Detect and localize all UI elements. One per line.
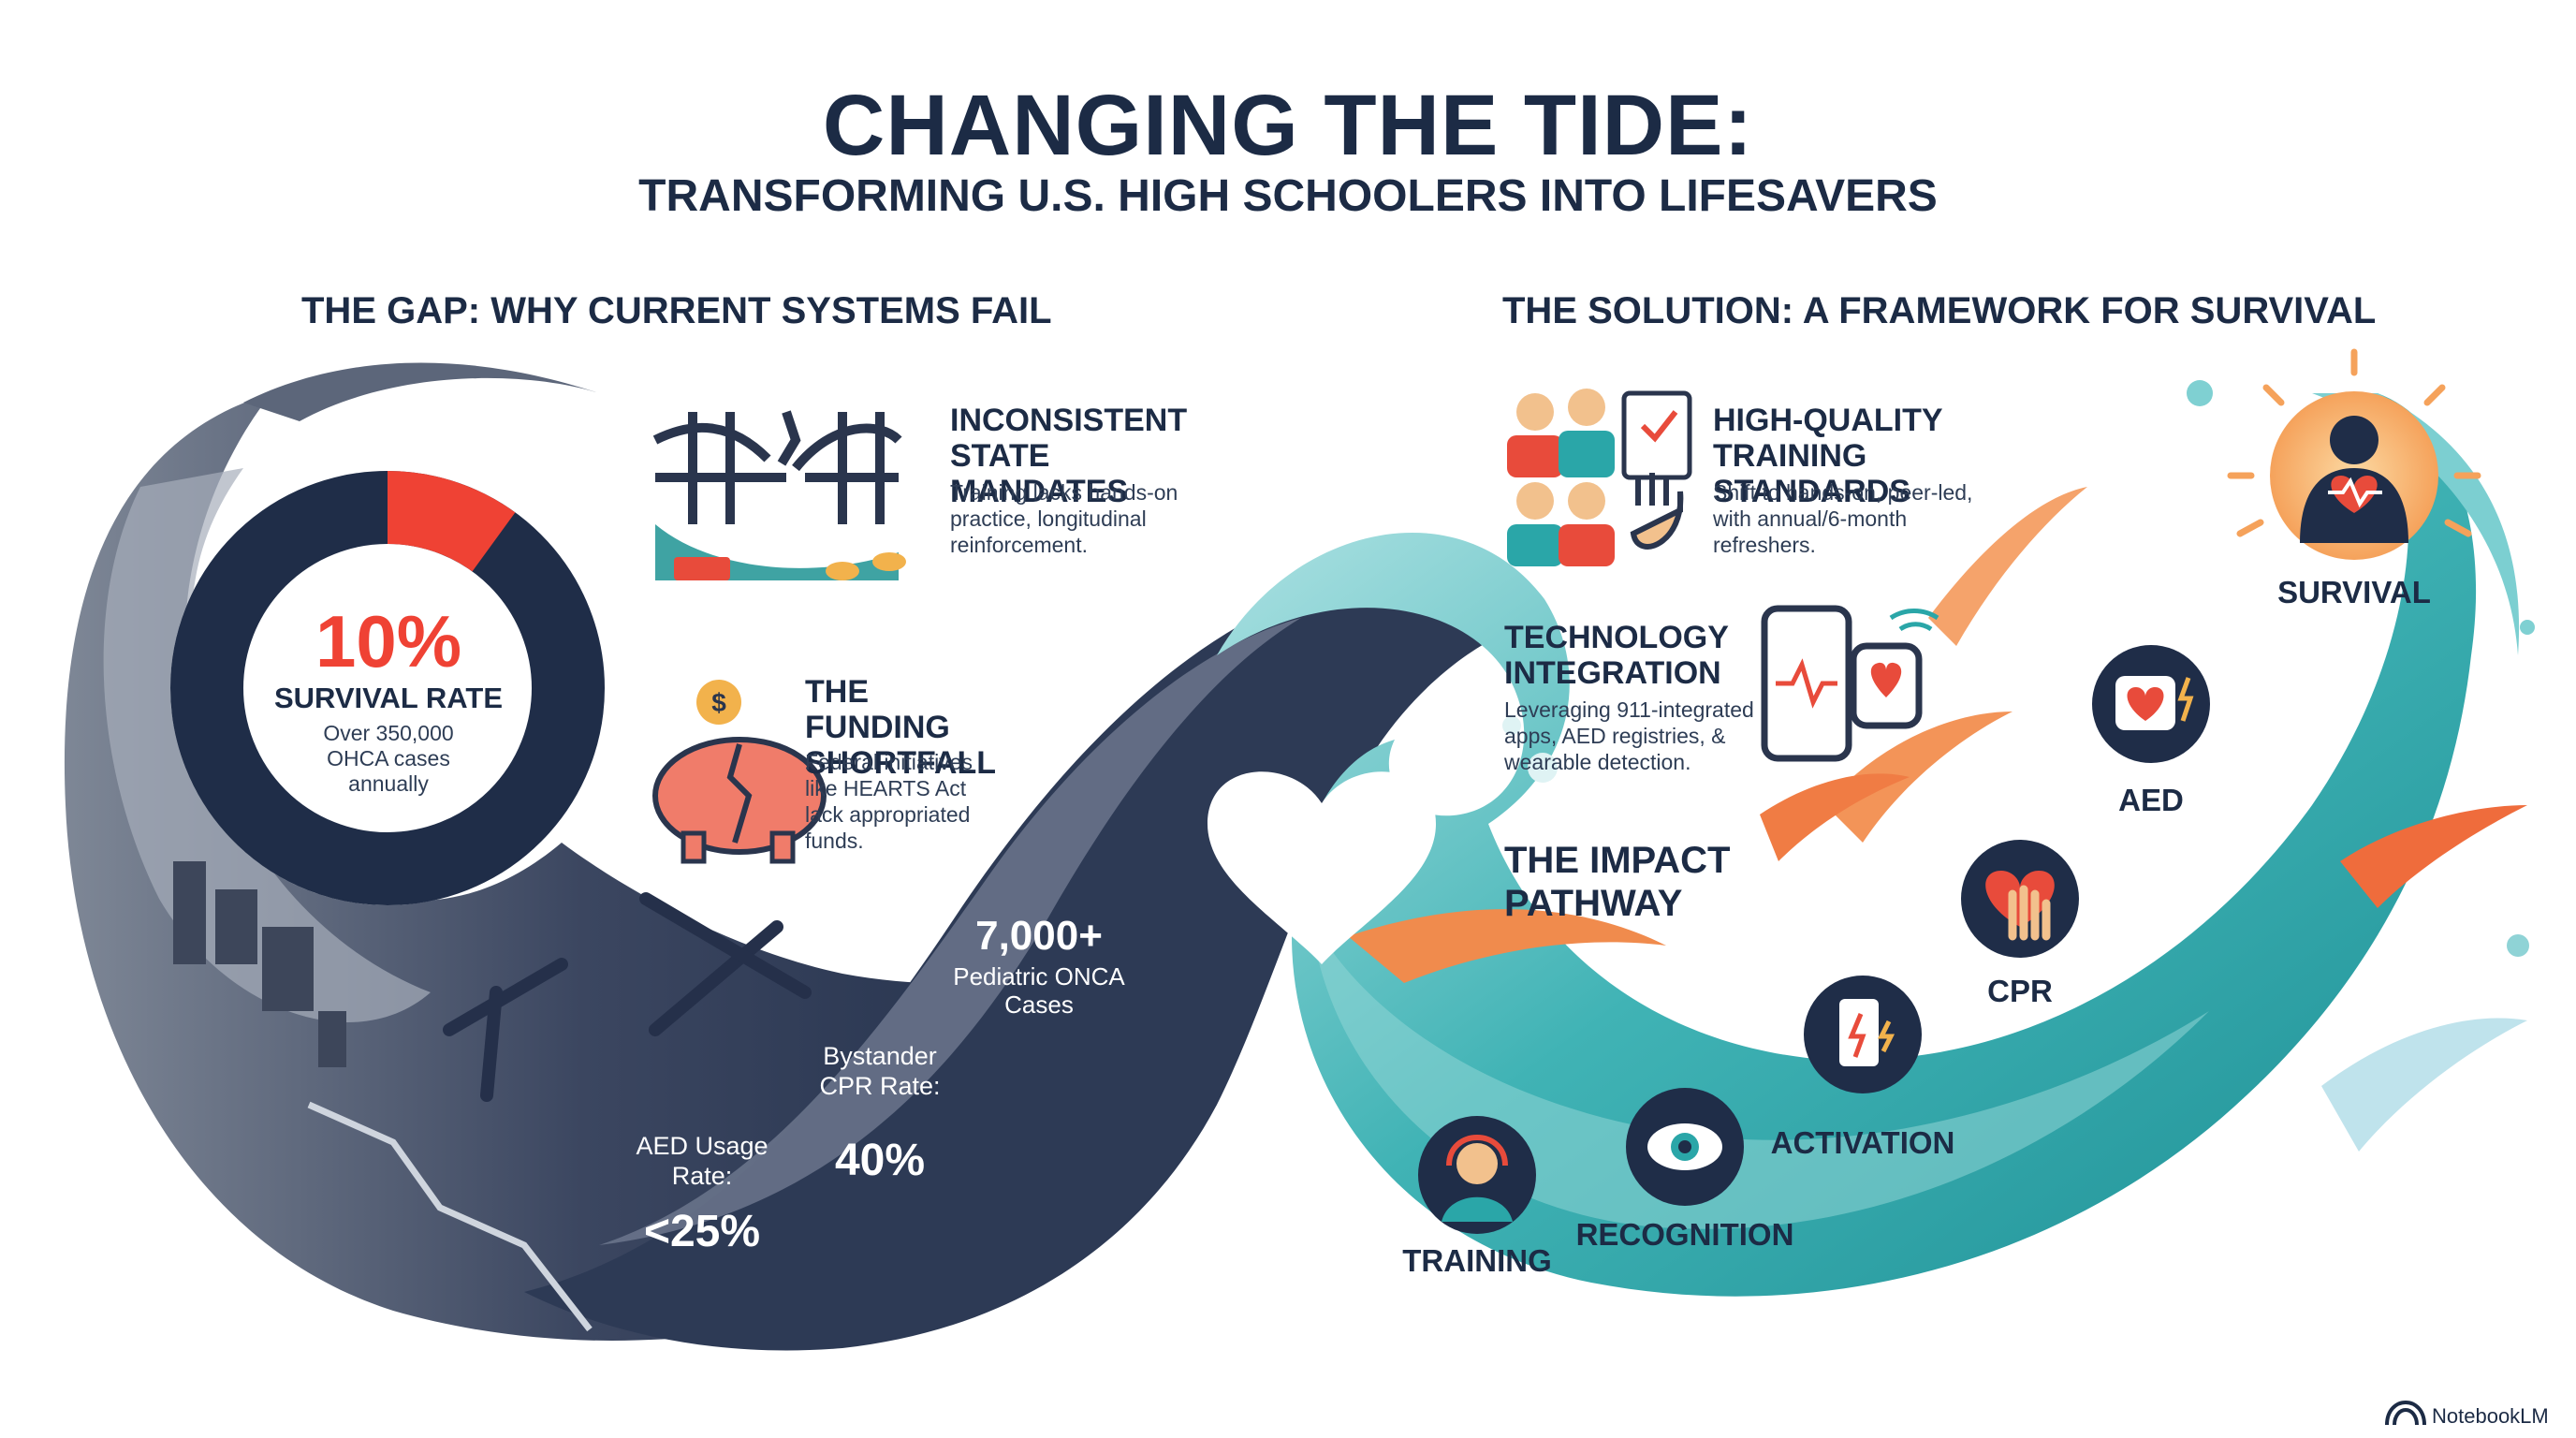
broken-bridge-icon bbox=[652, 410, 906, 580]
broken-piggy-bank-icon: $ bbox=[652, 680, 827, 864]
pathway-node-survival bbox=[2227, 348, 2481, 560]
brand-label: NotebookLM bbox=[2432, 1404, 2549, 1428]
page-title: CHANGING THE TIDE: bbox=[822, 78, 1754, 173]
pathway-label-training: TRAINING bbox=[1402, 1243, 1552, 1278]
gap-heading: THE GAP: WHY CURRENT SYSTEMS FAIL bbox=[301, 290, 1052, 331]
pathway-node-activation bbox=[1804, 976, 1922, 1093]
pediatric-value: 7,000+ bbox=[975, 913, 1103, 959]
donut-highlight-segment bbox=[170, 471, 605, 905]
pathway-node-aed bbox=[2092, 645, 2210, 763]
dark-crest-wave-light bbox=[599, 618, 1301, 1245]
mandates-title: INCONSISTENT STATE MANDATES bbox=[950, 403, 1188, 509]
ruins-icon bbox=[173, 861, 346, 1067]
pathway-node-recognition bbox=[1626, 1088, 1744, 1206]
group-training-icon bbox=[1507, 389, 1692, 566]
training-title: HIGH-QUALITY TRAINING STANDARDS bbox=[1713, 403, 1942, 509]
pathway-node-cpr bbox=[1961, 840, 2079, 958]
pathway-label-cpr: CPR bbox=[1987, 974, 2053, 1008]
notebooklm-logo-icon bbox=[2385, 1400, 2426, 1426]
phone-watch-icon bbox=[1761, 605, 1939, 762]
orange-streak-5 bbox=[1760, 773, 1910, 861]
teal-wave-inner bbox=[1310, 917, 2209, 1229]
technology-body: Leveraging 911-integrated apps, AED regi… bbox=[1504, 697, 1754, 774]
mandates-body: Training lacks hands-on practice, longit… bbox=[950, 480, 1178, 557]
technology-title: TECHNOLOGY INTEGRATION bbox=[1504, 620, 1729, 691]
donut-note: Over 350,000 OHCA cases annually bbox=[323, 721, 454, 796]
bystander-label: Bystander CPR Rate: bbox=[819, 1042, 941, 1100]
funding-title: THE FUNDING SHORTFALL bbox=[805, 674, 996, 781]
training-body: Shift to hands-on, peer-led, with annual… bbox=[1713, 480, 1973, 557]
orange-streak-4 bbox=[1928, 487, 2087, 646]
aed-usage-label: AED Usage Rate: bbox=[636, 1132, 768, 1190]
pathway-label-survival: SURVIVAL bbox=[2277, 575, 2431, 609]
ground-crack bbox=[307, 1101, 593, 1332]
pathway-title: THE IMPACT PATHWAY bbox=[1504, 840, 1731, 924]
solution-heading: THE SOLUTION: A FRAMEWORK FOR SURVIVAL bbox=[1502, 290, 2377, 331]
funding-body: Federal initiatives like HEARTS Act lack… bbox=[805, 750, 973, 853]
orange-streak-1 bbox=[1348, 909, 1666, 983]
survival-donut-chart bbox=[170, 471, 605, 905]
pediatric-label: Pediatric ONCA Cases bbox=[953, 962, 1125, 1019]
pathway-node-training bbox=[1418, 1116, 1536, 1234]
broken-bridge-lower-icon bbox=[443, 892, 812, 1102]
svg-text:$: $ bbox=[711, 688, 726, 717]
donut-label: SURVIVAL RATE bbox=[273, 682, 504, 714]
pathway-label-activation: ACTIVATION bbox=[1770, 1125, 1955, 1160]
pathway-label-aed: AED bbox=[2118, 783, 2184, 817]
bystander-value: 40% bbox=[834, 1136, 926, 1185]
donut-value: 10% bbox=[315, 600, 462, 682]
teal-wave bbox=[1217, 393, 2477, 1297]
heart-icon bbox=[1208, 771, 1436, 964]
light-streak bbox=[2321, 1018, 2527, 1152]
page-subtitle: TRANSFORMING U.S. HIGH SCHOOLERS INTO LI… bbox=[638, 171, 1938, 221]
aed-usage-value: <25% bbox=[643, 1207, 761, 1256]
orange-streak-3 bbox=[2340, 805, 2527, 908]
orange-streak-2 bbox=[1825, 712, 2012, 843]
pathway-label-recognition: RECOGNITION bbox=[1575, 1217, 1794, 1252]
storm-arc-top bbox=[243, 362, 599, 421]
